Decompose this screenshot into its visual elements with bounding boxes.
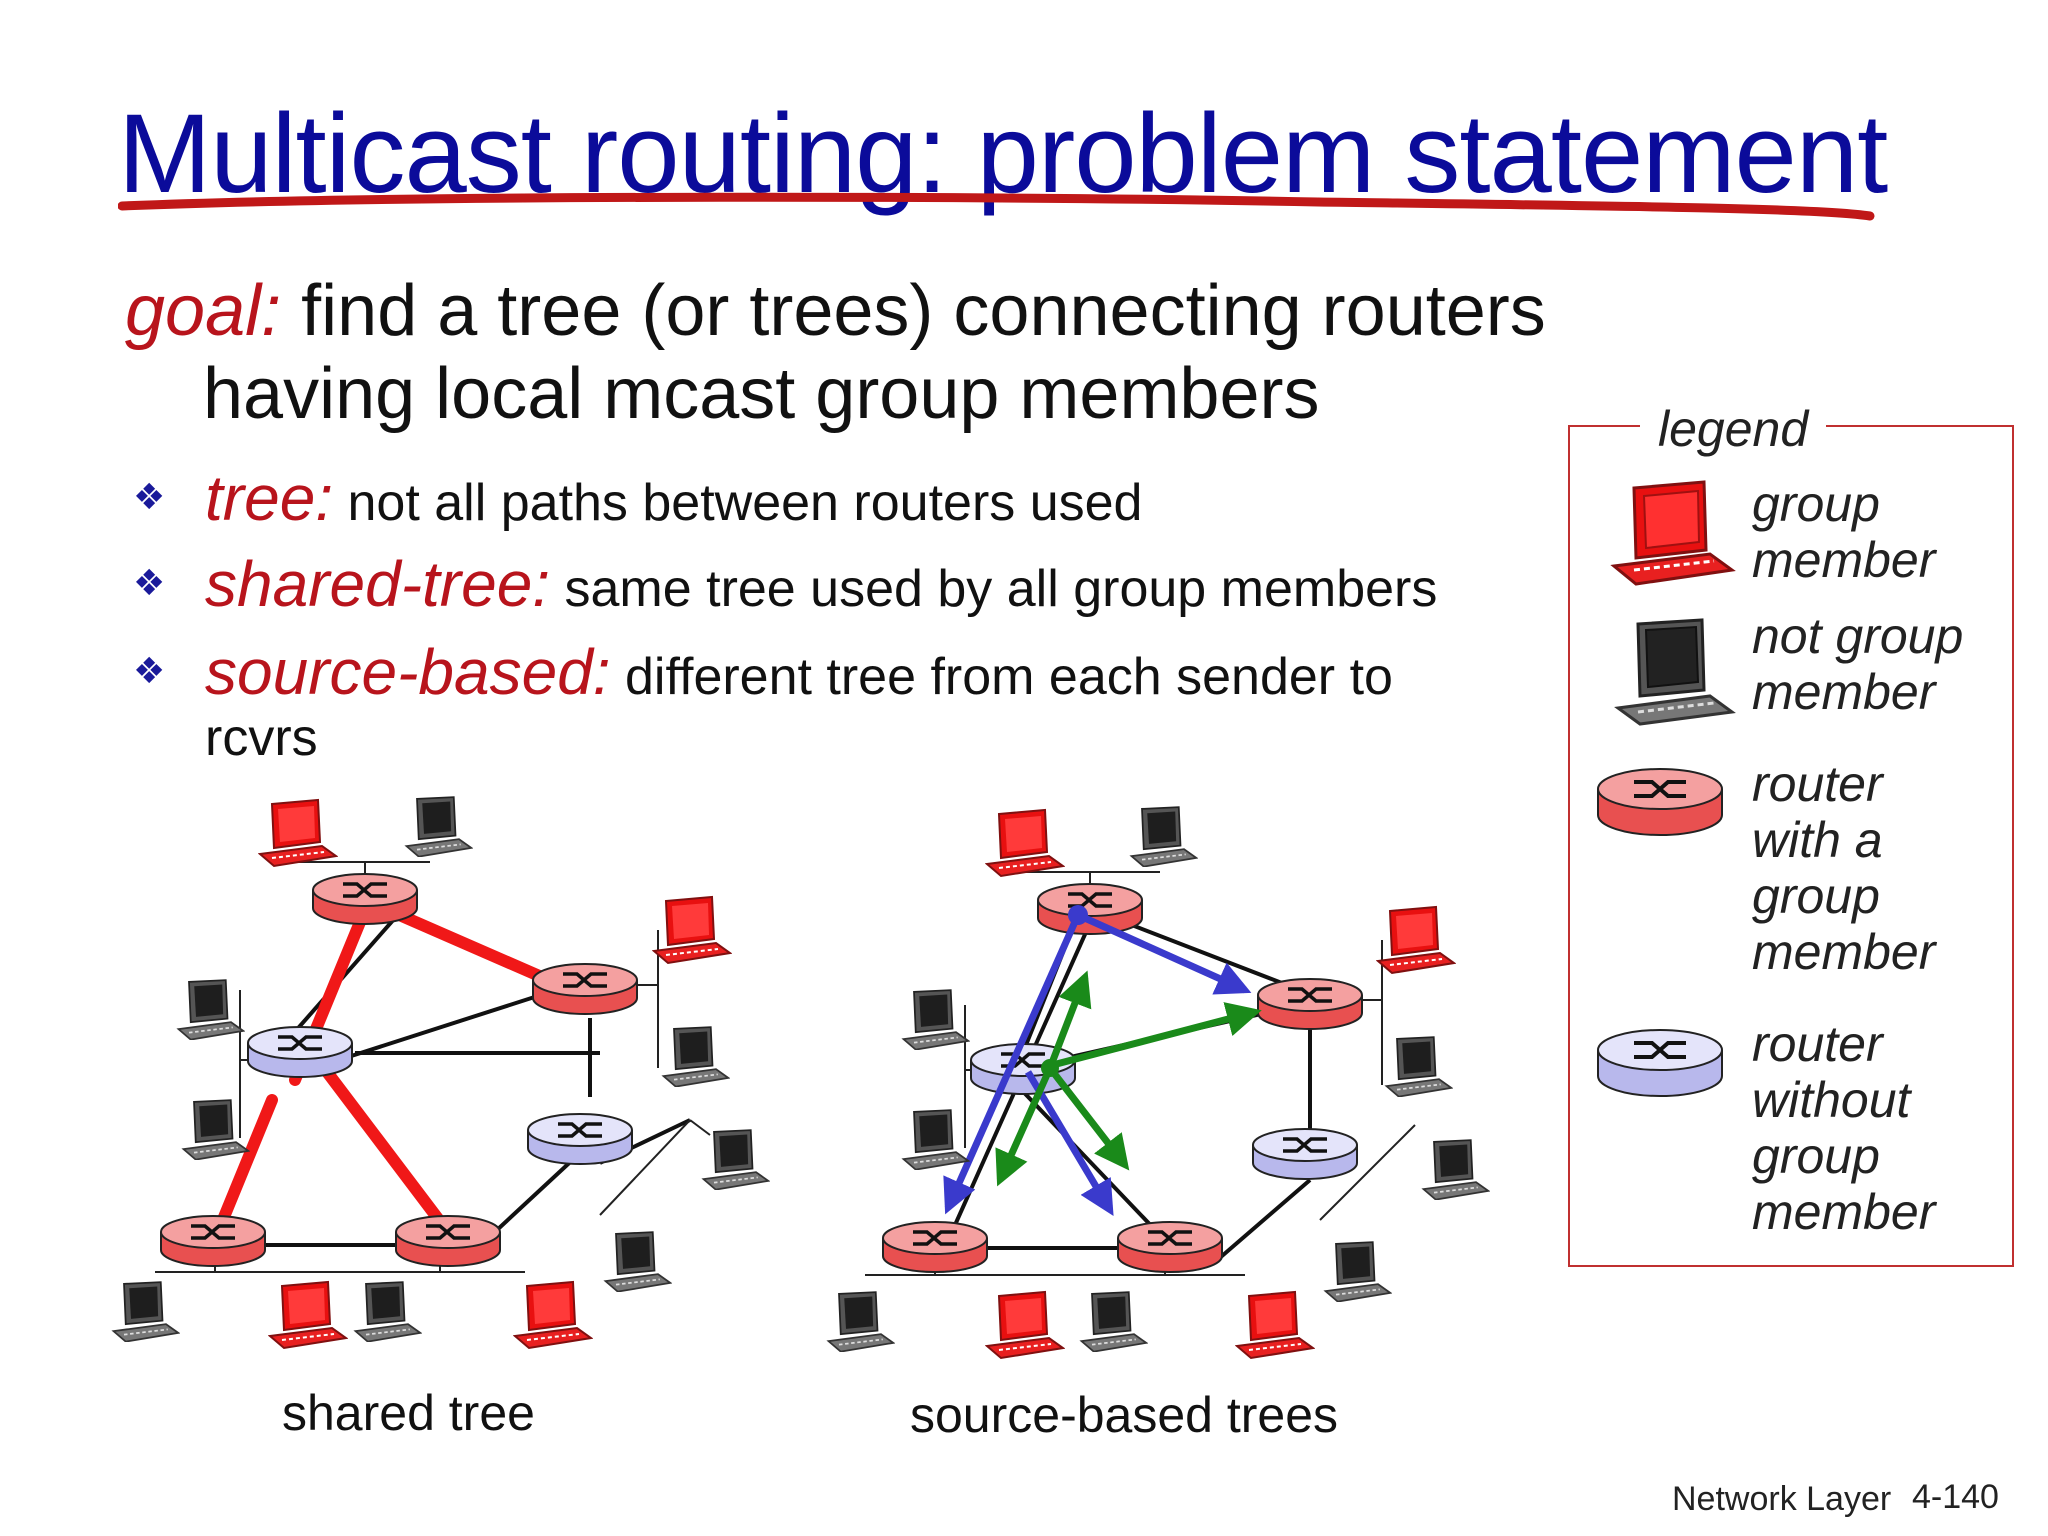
shared-tree-caption: shared tree [282, 1385, 535, 1441]
group-member-computer-icon [1610, 480, 1736, 586]
router-with-member-icon [394, 1214, 502, 1268]
non-member-computer-icon [662, 1026, 730, 1087]
bullet-text-continued: rcvrs [205, 709, 318, 767]
router-with-member-icon [1597, 768, 1723, 836]
bullet-diamond-icon: ❖ [133, 562, 166, 603]
non-member-computer-icon [177, 979, 245, 1040]
router-with-member-icon [1256, 977, 1364, 1031]
group-member-computer-icon [653, 896, 731, 964]
non-member-computer-icon [902, 989, 970, 1050]
non-member-computer-icon [1130, 806, 1198, 867]
bullet-text: same tree used by all group members [564, 560, 1438, 618]
non-member-computer-icon [1422, 1139, 1490, 1200]
bullet-text: not all paths between routers used [347, 474, 1143, 532]
non-member-computer-icon [1385, 1036, 1453, 1097]
bullet-shared-tree: ❖ shared-tree: same tree used by all gro… [133, 548, 1438, 622]
source-node-marker [1068, 905, 1088, 925]
host-links [865, 871, 1416, 1276]
non-member-computer-icon [604, 1231, 672, 1292]
router-without-member-icon [1251, 1127, 1359, 1181]
non-member-computer-icon [902, 1109, 970, 1170]
group-member-computer-icon [1236, 1291, 1314, 1359]
bullet-term: source-based: [205, 636, 611, 708]
goal-text-continued: having local mcast group members [203, 354, 1320, 434]
router-with-member-icon [159, 1214, 267, 1268]
source-based-trees-diagram [827, 806, 1490, 1359]
bullet-term: tree: [205, 462, 334, 534]
legend-label-router-without-member: router without group member [1752, 1016, 1936, 1240]
router-with-member-icon [881, 1220, 989, 1274]
router-with-member-icon [531, 962, 639, 1016]
router-without-member-icon [246, 1025, 354, 1079]
non-member-computer-icon [182, 1099, 250, 1160]
group-member-computer-icon [269, 1281, 347, 1349]
non-member-computer-icon [112, 1281, 180, 1342]
router-with-member-icon [311, 872, 419, 926]
non-member-computer-icon [1614, 618, 1736, 726]
legend-label-group-member: group member [1752, 476, 1936, 588]
router-without-member-icon [1597, 1029, 1723, 1097]
non-member-computer-icon [1080, 1291, 1148, 1352]
footer-section-label: Network Layer [1672, 1480, 1892, 1518]
source-based-trees-caption: source-based trees [910, 1387, 1339, 1443]
bullet-source-based: ❖ source-based: different tree from each… [133, 636, 1393, 710]
router-without-member-icon [526, 1112, 634, 1166]
bullet-term: shared-tree: [205, 548, 551, 620]
goal-statement: goal: find a tree (or trees) connecting … [125, 271, 1546, 351]
non-member-computer-icon [354, 1281, 422, 1342]
group-member-computer-icon [514, 1281, 592, 1349]
group-member-computer-icon [986, 809, 1064, 877]
legend-label-router-with-member: router with a group member [1752, 756, 1936, 980]
group-member-computer-icon [1377, 906, 1455, 974]
non-member-computer-icon [702, 1129, 770, 1190]
goal-label: goal: [125, 271, 282, 351]
bullet-diamond-icon: ❖ [133, 650, 166, 691]
legend-title: legend [1640, 400, 1827, 458]
router-with-member-icon [1036, 882, 1144, 936]
title-underline [118, 192, 1875, 221]
bullet-text: different tree from each sender to [625, 648, 1393, 706]
non-member-computer-icon [1324, 1241, 1392, 1302]
goal-text: find a tree (or trees) connecting router… [301, 271, 1546, 351]
non-member-computer-icon [405, 796, 473, 857]
bullet-tree: ❖ tree: not all paths between routers us… [133, 462, 1143, 536]
group-member-computer-icon [986, 1291, 1064, 1359]
router-with-member-icon [1116, 1220, 1224, 1274]
page-number: 4-140 [1912, 1478, 1999, 1516]
source-tree-green-arrows [995, 970, 1262, 1187]
shared-tree-diagram [112, 796, 770, 1349]
bullet-diamond-icon: ❖ [133, 476, 166, 517]
non-member-computer-icon [827, 1291, 895, 1352]
source-node-marker [1041, 1059, 1059, 1077]
group-member-computer-icon [259, 799, 337, 867]
legend-label-not-group-member: not group member [1752, 608, 1964, 720]
